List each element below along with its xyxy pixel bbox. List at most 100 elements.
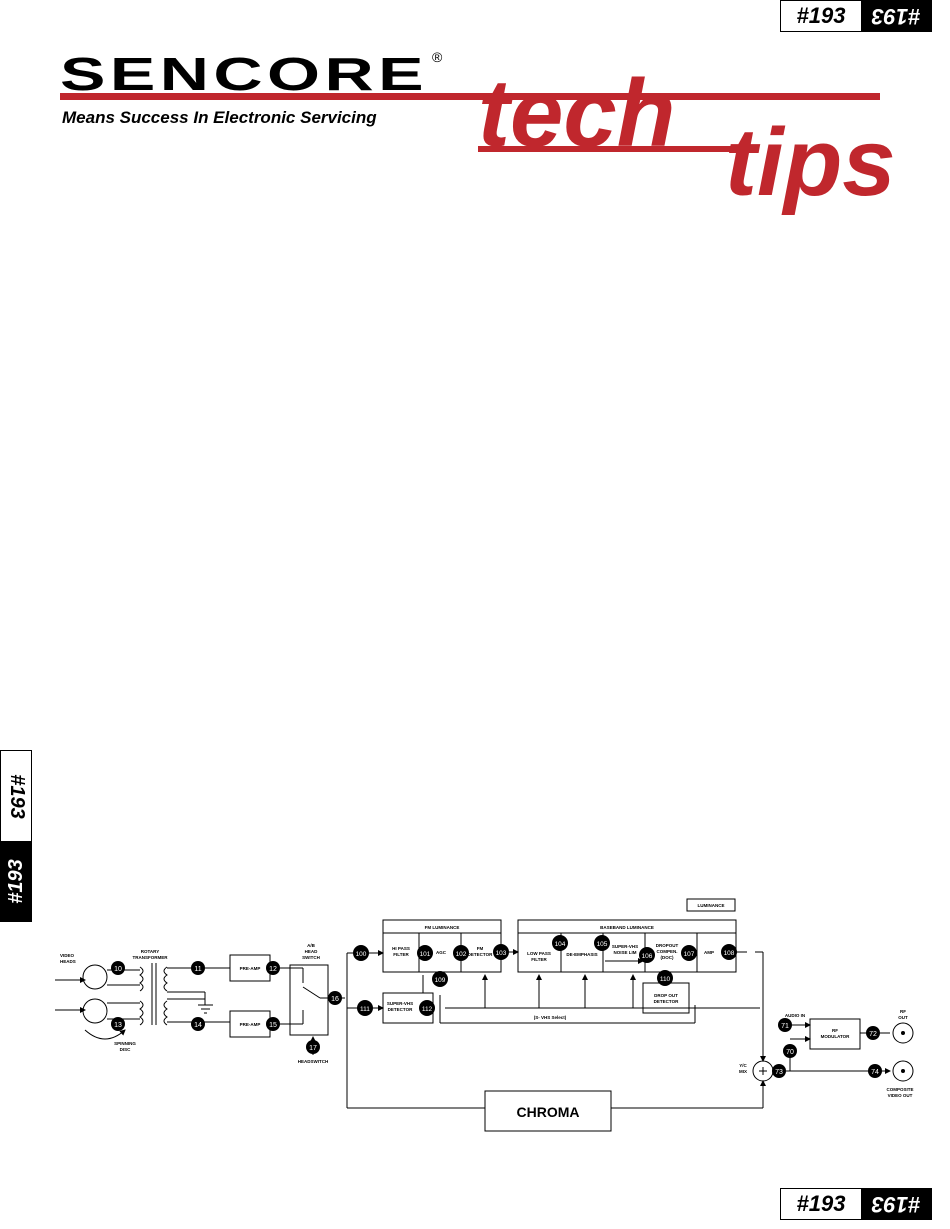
de-emphasis-label: DE-EMPHASIS: [566, 952, 597, 957]
node-106: 106: [639, 947, 655, 963]
composite-video-out-label-2: VIDEO OUT: [888, 1093, 913, 1098]
node-105: 105: [594, 935, 610, 951]
svg-text:14: 14: [194, 1022, 202, 1029]
video-heads-label-2: HEADS: [60, 959, 76, 964]
svg-text:74: 74: [871, 1069, 879, 1076]
rotary-transformer-label-1: ROTARY: [141, 949, 160, 954]
svg-text:108: 108: [724, 950, 735, 957]
brand-slogan: Means Success In Electronic Servicing: [62, 108, 377, 127]
rf-modulator-label-2: MODULATOR: [821, 1034, 851, 1039]
svhs-select-label: (S- VHS Select): [534, 1015, 567, 1020]
node-107: 107: [681, 945, 697, 961]
super-vhs-noise-lim-label-2: NOISE LIM: [613, 950, 636, 955]
head-switch-label-2: HEAD: [305, 949, 319, 954]
svg-text:101: 101: [420, 951, 431, 958]
issue-tab-top: #193 #193: [780, 0, 932, 32]
fm-luminance-label: FM LUMINANCE: [425, 925, 460, 930]
head-switch-label-3: SWITCH: [302, 955, 320, 960]
head-switch-label-1: A/B: [307, 943, 316, 948]
spinning-disc-label-1: SPINNING: [114, 1041, 136, 1046]
hi-pass-filter-label-2: FILTER: [393, 952, 409, 957]
node-100: 100: [353, 945, 369, 961]
node-101: 101: [417, 945, 433, 961]
side-issue-number: #193: [5, 773, 28, 819]
node-109: 109: [432, 971, 448, 987]
issue-number: #193: [781, 1, 861, 31]
svg-text:110: 110: [660, 976, 671, 983]
node-112: 112: [419, 1000, 435, 1016]
node-72: 72: [866, 1026, 880, 1040]
amp-label: AMP: [704, 950, 714, 955]
super-vhs-detector-label-1: SUPER-VHS: [387, 1001, 413, 1006]
svg-text:112: 112: [422, 1006, 433, 1013]
issue-number-bottom-inverted: #193: [861, 1189, 931, 1219]
side-issue-number-inverted: #193: [4, 858, 27, 904]
svg-text:15: 15: [269, 1022, 277, 1029]
node-16: 16: [328, 991, 342, 1005]
svg-text:100: 100: [356, 951, 367, 958]
spinning-disc-label-2: DISC: [120, 1047, 132, 1052]
rf-modulator-label-1: RF: [832, 1028, 838, 1033]
svg-text:105: 105: [597, 941, 608, 948]
issue-tab-side: #193 #193: [0, 750, 32, 922]
composite-video-out-label-1: COMPOSITE: [886, 1087, 913, 1092]
node-11: 11: [191, 961, 205, 975]
node-102: 102: [453, 945, 469, 961]
node-104: 104: [552, 935, 568, 951]
svg-text:102: 102: [456, 951, 467, 958]
node-103: 103: [493, 944, 509, 960]
sencore-tech-tips-logo: SENCORE ® Means Success In Electronic Se…: [60, 48, 896, 216]
svg-text:70: 70: [786, 1049, 794, 1056]
svg-text:10: 10: [114, 966, 122, 973]
node-17: 17: [306, 1040, 320, 1054]
registered-mark: ®: [432, 49, 443, 65]
node-71: 71: [778, 1018, 792, 1032]
sencore-wordmark: SENCORE ®: [60, 48, 443, 100]
fm-detector-label-2: DETECTOR: [468, 952, 493, 957]
yc-mix-label-1: Y/C: [739, 1063, 747, 1068]
rf-out-label-2: OUT: [898, 1015, 908, 1020]
node-111: 111: [357, 1000, 373, 1016]
node-110: 110: [657, 970, 673, 986]
yc-mix-label-2: MIX: [739, 1069, 747, 1074]
svg-text:16: 16: [331, 996, 339, 1003]
dropout-compen-label-2: COMPEN.: [656, 949, 677, 954]
svg-text:17: 17: [309, 1045, 317, 1052]
svg-text:11: 11: [194, 966, 201, 973]
drop-out-detector-label-1: DROP OUT: [654, 993, 678, 998]
preamp-2-label: PRE-AMP: [240, 1022, 261, 1027]
svg-text:12: 12: [269, 966, 277, 973]
tech-underline: [478, 146, 738, 152]
node-13: 13: [111, 1017, 125, 1031]
diagram-labels: VIDEO HEADS ROTARY TRANSFORMER SPINNING …: [60, 903, 914, 1098]
vcr-luminance-block-diagram: 10 13 11 14 12 15 16 17 100 111 101 102 …: [55, 898, 914, 1132]
dropout-compen-label-1: DROPOUT: [656, 943, 679, 948]
svg-text:73: 73: [775, 1069, 783, 1076]
issue-number-bottom: #193: [781, 1189, 861, 1219]
svg-text:104: 104: [555, 941, 566, 948]
tips-word: tips: [725, 109, 896, 216]
rf-out-label-1: RF: [900, 1009, 906, 1014]
node-108: 108: [721, 944, 737, 960]
node-12: 12: [266, 961, 280, 975]
svg-text:72: 72: [869, 1031, 877, 1038]
chroma-label: CHROMA: [517, 1104, 580, 1120]
low-pass-filter-label-1: LOW PASS: [527, 951, 551, 956]
super-vhs-noise-lim-label-1: SUPER-VHS: [612, 944, 638, 949]
audio-in-label: AUDIO IN: [785, 1013, 805, 1018]
brand-red-rule: [60, 93, 880, 100]
baseband-luminance-label: BASEBAND LUMINANCE: [600, 925, 654, 930]
svg-text:103: 103: [496, 950, 507, 957]
node-73: 73: [772, 1064, 786, 1078]
luminance-label: LUMINANCE: [698, 903, 725, 908]
brand-name: SENCORE: [60, 48, 428, 100]
svg-text:13: 13: [114, 1022, 122, 1029]
agc-label: AGC: [436, 950, 447, 955]
svg-text:109: 109: [435, 977, 446, 984]
fm-detector-label-1: FM: [477, 946, 484, 951]
node-74: 74: [868, 1064, 882, 1078]
rotary-transformer-label-2: TRANSFORMER: [133, 955, 169, 960]
drop-out-detector-label-2: DETECTOR: [654, 999, 679, 1004]
svg-text:71: 71: [781, 1023, 789, 1030]
dropout-compen-label-3: (DOC): [661, 955, 674, 960]
